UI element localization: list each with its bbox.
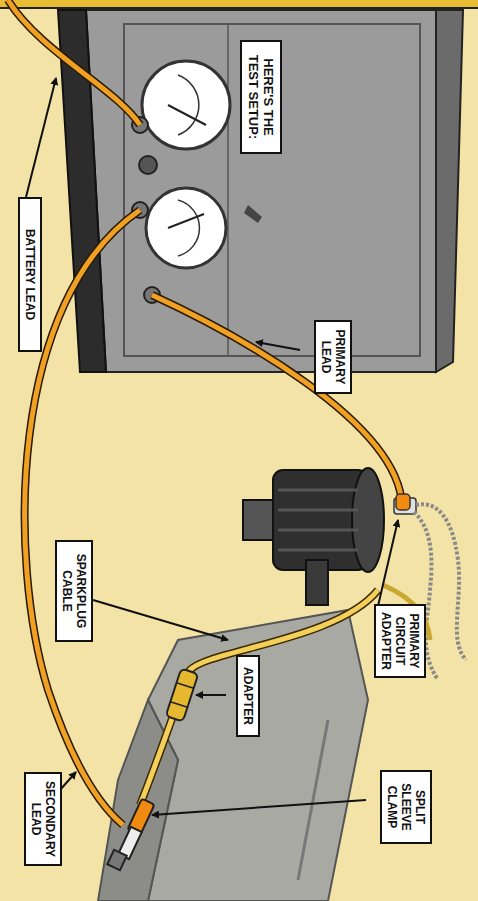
meter-needle (168, 214, 204, 228)
label-text: SPLIT SLEEVE CLAMP (385, 775, 427, 839)
meter-needle (168, 105, 206, 125)
manifold-ridge (298, 720, 328, 880)
leader-arrow (26, 78, 56, 197)
leader-arrow (152, 800, 366, 815)
manifold-shape (148, 610, 368, 901)
vacuum-unit (306, 560, 328, 605)
adapter-part (166, 668, 199, 721)
tester-base (58, 10, 106, 372)
panel-divider (227, 24, 229, 356)
label-text: SECONDARY LEAD (29, 777, 57, 861)
distributor (243, 468, 466, 680)
callout-box: ADAPTER (236, 655, 260, 737)
spark-plug (107, 799, 154, 871)
callout-box: SPARKPLUG CABLE (55, 540, 93, 642)
tester-top (436, 10, 463, 372)
selector-switch (244, 205, 262, 223)
rib (278, 489, 358, 492)
adapter-ring (177, 683, 194, 689)
cable-outline (152, 295, 402, 505)
leader-lines (26, 78, 398, 815)
adapter-ring (170, 702, 187, 708)
lead-clip (396, 494, 410, 510)
label-text: HERE'S THE TEST SETUP: (246, 46, 276, 148)
cable-outline (140, 590, 378, 805)
primary-lead-cable (152, 295, 402, 505)
battery-lead-cable (8, 0, 140, 125)
leader-arrow (256, 342, 300, 350)
rib (278, 509, 358, 512)
callout-box: SPLIT SLEEVE CLAMP (380, 770, 432, 844)
leader-arrow (93, 600, 228, 640)
title-box: HERE'S THE TEST SETUP: (240, 40, 282, 154)
leader-arrow (378, 520, 398, 606)
border-line (0, 7, 478, 9)
border-strip (0, 0, 478, 8)
cable-outline (8, 0, 140, 125)
rib (278, 529, 358, 532)
leader-arrow (60, 772, 76, 790)
meter-scale (178, 75, 199, 135)
rib (278, 549, 358, 552)
distributor-shaft (243, 500, 273, 540)
label-text: ADAPTER (241, 660, 255, 732)
label-text: SPARKPLUG CABLE (60, 545, 88, 637)
meter-dial (142, 61, 230, 149)
leader-arrow (196, 694, 226, 696)
sparkplug-cable (140, 590, 378, 805)
meter-scale (178, 200, 199, 256)
label-text: PRIMARY LEAD (319, 325, 347, 389)
tester-unit (58, 10, 463, 372)
label-text: PRIMARY CIRCUIT ADAPTER (379, 609, 421, 673)
control-knob (139, 156, 157, 174)
meter-dial (146, 188, 226, 268)
callout-box: PRIMARY LEAD (314, 320, 352, 394)
callout-box: BATTERY LEAD (18, 197, 42, 352)
callout-box: PRIMARY CIRCUIT ADAPTER (374, 604, 426, 678)
adapter-body (166, 668, 199, 721)
label-text: BATTERY LEAD (23, 202, 37, 347)
tester-panel (86, 10, 436, 372)
plug-hex (107, 850, 126, 870)
distributor-cap (352, 468, 384, 572)
callout-box: SECONDARY LEAD (24, 772, 62, 866)
